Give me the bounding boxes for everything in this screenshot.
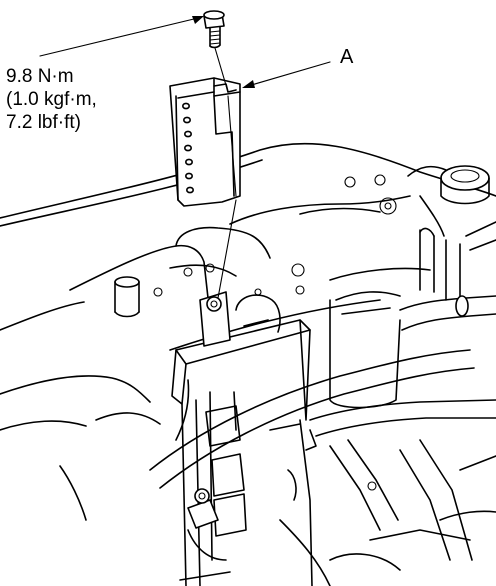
torque-spec-metric: 9.8 N·m [6, 66, 74, 87]
callout-a-leader-arrow [242, 61, 331, 88]
bracket-hole-row [182, 102, 195, 194]
torque-spec-kgf: (1.0 kgf·m, [6, 89, 97, 110]
torque-spec-imperial: 7.2 lbf·ft) [6, 112, 81, 133]
lower-bracket-assembly [171, 291, 313, 586]
lower-frame [279, 399, 496, 586]
callout-label-a: A [340, 46, 354, 68]
ecm-bracket-part [169, 77, 241, 207]
torque-leader-arrow [39, 16, 204, 57]
hoses [149, 295, 496, 489]
mounting-bolt [203, 10, 225, 49]
engine-upper-right [229, 165, 496, 409]
alignment-line [214, 47, 237, 299]
